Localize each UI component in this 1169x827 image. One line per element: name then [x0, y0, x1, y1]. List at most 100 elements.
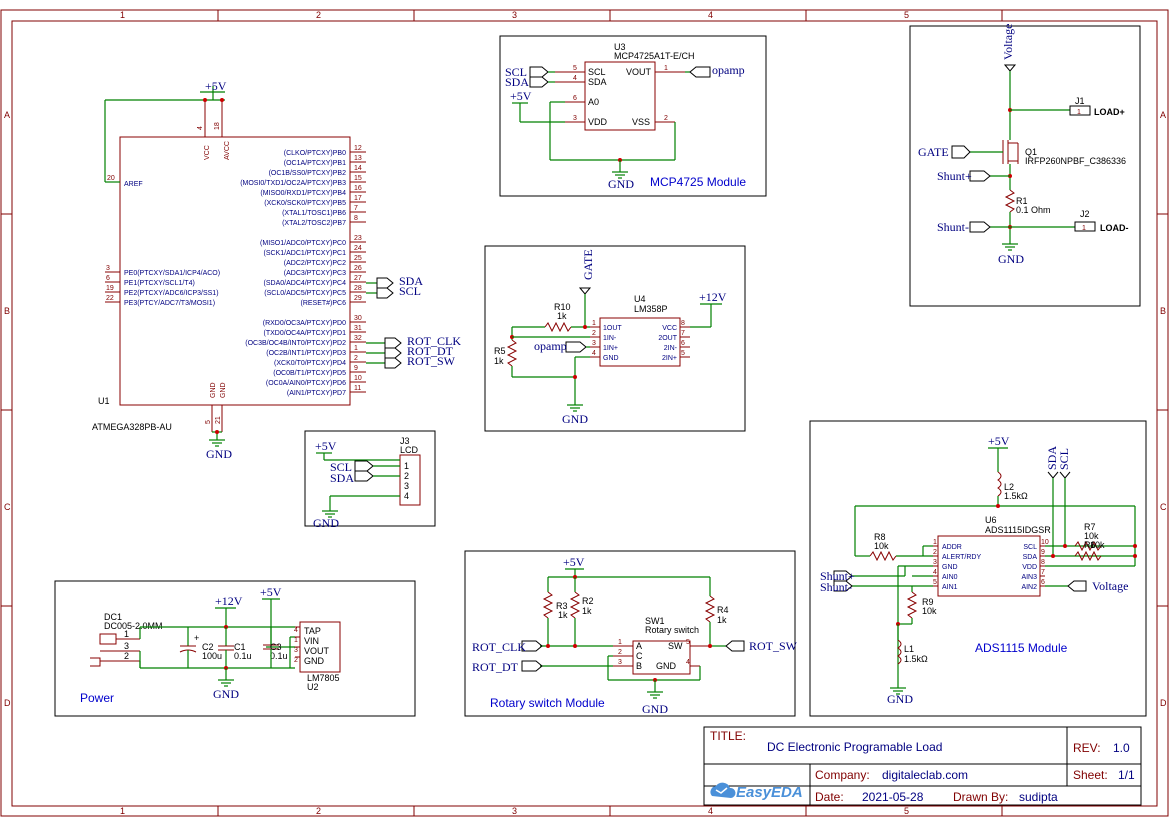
ads-net-voltage: Voltage — [1092, 579, 1128, 593]
rotary-sw1-pin-5: 5 — [686, 639, 690, 646]
rotary-net-gnd: GND — [642, 702, 668, 716]
pin-number: 16 — [354, 185, 362, 192]
power-u2-pin-3: 3 — [294, 647, 298, 654]
pin-number: 12 — [354, 145, 362, 152]
pin-number: 1 — [354, 345, 358, 352]
pin-number: 9 — [354, 365, 358, 372]
lcd-ref: J3 — [400, 436, 410, 446]
power-dc1-part: DC005-2.0MM — [104, 621, 163, 631]
pin-number: 31 — [354, 325, 362, 332]
ruler-row-a-right: A — [1160, 110, 1166, 120]
pin-number: 24 — [354, 245, 362, 252]
power-u2-pin-vin: VIN — [304, 636, 319, 646]
power-u2-pin-vout: VOUT — [304, 646, 330, 656]
load-j1-pin: 1 — [1077, 109, 1081, 116]
pin-number: 1 — [933, 539, 937, 546]
pin-name-ads-left-1: ALERT/RDY — [942, 554, 981, 561]
pin-number: 1 — [592, 320, 596, 327]
mcp4725-pin-1: 1 — [664, 65, 668, 72]
mcp4725-pin-a0: A0 — [588, 97, 599, 107]
pin-number: 3 — [592, 340, 596, 347]
pin-number: 2 — [933, 549, 937, 556]
mcp4725-ref: U3 — [614, 42, 626, 52]
mcp4725-net-scl: SCL — [505, 65, 527, 79]
pin-name-mcu-right-20: (OC0B/T1/PTCXY)PD5 — [273, 370, 346, 377]
power-c3-value: 0.1u — [270, 651, 288, 661]
ads-net-vcc: +5V — [988, 434, 1010, 448]
pin-name-mcu-right-7: (XTAL2/TOSC2)PB7 — [282, 220, 346, 227]
pin-name-mcu-right-1: (OC1A/PTCXY)PB1 — [284, 160, 346, 167]
load-j1-net: LOAD+ — [1094, 107, 1125, 117]
rotary-sw1-part: Rotary switch — [645, 625, 699, 635]
mcp4725-pin-3: 3 — [573, 115, 577, 122]
mcu-pin-5-num: 5 — [205, 420, 212, 424]
pin-number: 14 — [354, 165, 362, 172]
pin-number: 10 — [1041, 539, 1049, 546]
title-label: TITLE: — [710, 729, 746, 743]
mcp4725-net-gnd: GND — [608, 177, 634, 191]
pin-number: 15 — [354, 175, 362, 182]
mcu-gnd-label: GND — [206, 447, 232, 461]
opamp-net-gate: GATE — [581, 249, 595, 280]
pin-number: 5 — [681, 350, 685, 357]
power-u2-part: LM7805 — [307, 673, 340, 683]
power-net-12v: +12V — [215, 594, 243, 608]
pin-number: 29 — [354, 295, 362, 302]
mcu-pin-vcc: VCC — [204, 145, 211, 160]
load-net-voltage: Voltage — [1001, 24, 1015, 60]
load-net-shunt-p: Shunt+ — [937, 169, 972, 183]
rotary-sw1-pin-gnd: GND — [656, 661, 677, 671]
rotary-sw1-pin-sw: SW — [668, 641, 683, 651]
pin-name-mcu-left-1: PE1(PTCXY/SCL1/T4) — [124, 280, 195, 287]
load-module: Voltage 1 J1 LOAD+ GATE Q1 IRFP260NPBF_C… — [909, 24, 1141, 307]
rotary-net-vcc: +5V — [563, 555, 585, 569]
mcu-pin-21-num: 21 — [215, 416, 222, 424]
ruler-col-2-bottom: 2 — [316, 806, 321, 816]
ads-r8-ref: R8 — [874, 532, 886, 542]
pin-name-mcu-right-3: (MOSI0/TXD1/OC2A/PTCXY)PB3 — [240, 180, 346, 187]
pin-name-ads-right-3: AIN3 — [1021, 574, 1037, 581]
mcu-net-sda: SDA — [399, 274, 423, 288]
sheet-frame: 1 2 3 4 5 1 2 3 4 5 A B C D A B C D — [0, 9, 1169, 817]
pin-number: 30 — [354, 315, 362, 322]
ads-r9-ref: R9 — [922, 597, 934, 607]
pin-name-mcu-right-13: (SCL0/ADC5/PTCXY)PC5 — [264, 290, 346, 297]
load-j1-ref: J1 — [1075, 96, 1085, 106]
pin-name-mcu-right-17: (OC3B/OC4B/INT0/PTCXY)PD2 — [245, 340, 346, 347]
pin-name-opamp-left-0: 1OUT — [603, 325, 622, 332]
pin-number: 3 — [933, 559, 937, 566]
ads-module-title: ADS1115 Module — [975, 641, 1068, 655]
rev-label: REV: — [1073, 741, 1101, 755]
mcp4725-pin-6: 6 — [573, 95, 577, 102]
power-module: Power DC1 DC005-2.0MM 1 3 2 +12V + C2 10… — [54, 580, 416, 717]
ads1115-module: ADS1115 Module +5V L2 1.5kΩ SDA SCL U6 A… — [809, 420, 1147, 717]
load-net-gnd: GND — [998, 252, 1024, 266]
mcu-left-pins: 3PE0(PTCXY/SDA1/ICP4/ACO)6PE1(PTCXY/SCL1… — [105, 265, 220, 307]
pin-name-ads-left-3: AIN0 — [942, 574, 958, 581]
ads-l1-value: 1.5kΩ — [904, 654, 928, 664]
ads-net-gnd: GND — [887, 692, 913, 706]
lcd-pin-4: 4 — [404, 491, 409, 501]
rotary-sw1-pin-2: 2 — [618, 649, 622, 656]
power-c1-ref: C1 — [234, 642, 246, 652]
opamp-r10-value: 1k — [557, 311, 567, 321]
date-value: 2021-05-28 — [862, 790, 924, 804]
ads-r8-value: 10k — [874, 541, 889, 551]
pin-number: 32 — [354, 335, 362, 342]
rotary-r2-value: 1k — [582, 606, 592, 616]
pin-number: 2 — [592, 330, 596, 337]
ruler-row-d-right: D — [1160, 698, 1167, 708]
pin-name-opamp-right-3: 2IN+ — [662, 355, 677, 362]
opamp-r5-value: 1k — [494, 356, 504, 366]
mcu-net-rot-sw: ROT_SW — [407, 354, 456, 368]
pin-number: 22 — [106, 295, 114, 302]
pin-number: 6 — [681, 340, 685, 347]
mcp4725-pin-4: 4 — [573, 75, 577, 82]
load-q1-ref: Q1 — [1025, 147, 1037, 157]
ads-net-sda: SDA — [1045, 446, 1059, 470]
mcu-pin-aref: AREF — [124, 181, 143, 188]
opamp-r5-ref: R5 — [494, 346, 506, 356]
lcd-net-scl: SCL — [330, 460, 352, 474]
power-c2-ref: C2 — [202, 642, 214, 652]
